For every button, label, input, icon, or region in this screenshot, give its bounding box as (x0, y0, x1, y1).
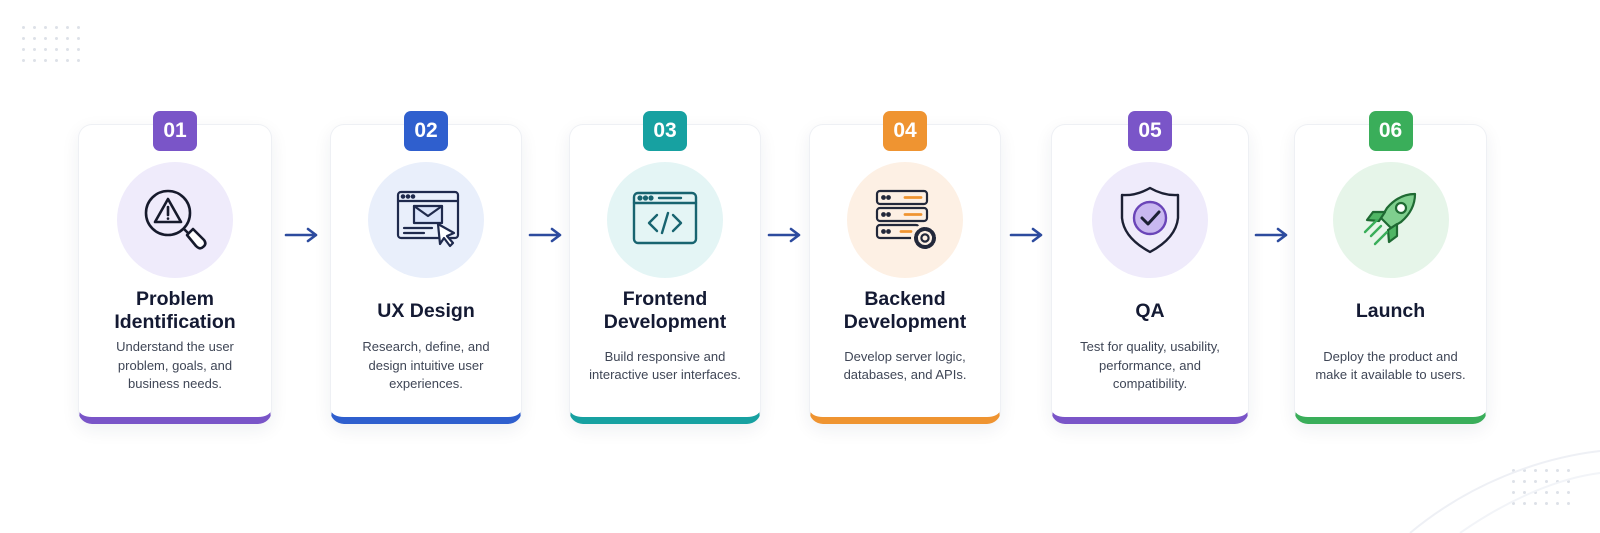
decorative-dot (33, 48, 36, 51)
decorative-dot (33, 26, 36, 29)
decorative-dot (55, 48, 58, 51)
decorative-dot (1523, 480, 1526, 483)
decorative-dot (1512, 480, 1515, 483)
decorative-dot (55, 59, 58, 62)
step-card-problem-identification: 01 Problem Identification Understand the… (78, 111, 272, 424)
decorative-dot (1512, 491, 1515, 494)
step-title: QA (1135, 299, 1165, 322)
arrow-right-icon (767, 227, 801, 243)
search-warning-icon (117, 162, 233, 278)
decorative-dot (66, 59, 69, 62)
decorative-dot (1512, 502, 1515, 505)
decorative-dot (77, 26, 80, 29)
decorative-dot (44, 59, 47, 62)
step-card-qa: 05 QA Test for quality, usability, perfo… (1051, 111, 1249, 424)
step-description: Test for quality, usability, performance… (1080, 339, 1220, 392)
decorative-dot (33, 59, 36, 62)
step-title: UX Design (377, 299, 475, 322)
decorative-dot (1534, 480, 1537, 483)
decorative-dot (44, 48, 47, 51)
decorative-dots-bottom-right (1512, 469, 1570, 505)
decorative-dot (55, 37, 58, 40)
decorative-dot (77, 59, 80, 62)
decorative-dot (1556, 502, 1559, 505)
decorative-dot (1523, 469, 1526, 472)
step-number-badge: 03 (643, 111, 687, 151)
decorative-dot (22, 59, 25, 62)
decorative-dot (1556, 469, 1559, 472)
decorative-dot (22, 48, 25, 51)
decorative-dot (1567, 502, 1570, 505)
step-description: Understand the user problem, goals, and … (116, 339, 234, 392)
decorative-dot (22, 26, 25, 29)
decorative-dot (66, 26, 69, 29)
decorative-dot (1556, 480, 1559, 483)
rocket-icon (1332, 162, 1449, 278)
step-card-frontend-development: 03 Frontend Development Build responsive… (569, 111, 761, 424)
decorative-dot (1567, 469, 1570, 472)
decorative-dot (1512, 469, 1515, 472)
decorative-dot (66, 37, 69, 40)
step-card-launch: 06 Launch Deploy the product and make it… (1294, 111, 1487, 424)
step-description: Deploy the product and make it available… (1315, 348, 1466, 383)
step-description: Build responsive and interactive user in… (589, 348, 741, 383)
decorative-dot (1567, 491, 1570, 494)
decorative-dot (55, 26, 58, 29)
decorative-dot (1567, 480, 1570, 483)
step-number-badge: 02 (404, 111, 448, 151)
step-description: Research, define, and design intuitive u… (362, 339, 490, 392)
decorative-dot (44, 37, 47, 40)
step-number-badge: 01 (153, 111, 197, 151)
decorative-dot (1545, 469, 1548, 472)
arrow-right-icon (284, 227, 318, 243)
decorative-dot (1523, 502, 1526, 505)
step-title: Frontend Development (603, 288, 727, 333)
decorative-dot (1545, 480, 1548, 483)
code-window-icon (607, 162, 723, 278)
decorative-dot (1545, 491, 1548, 494)
decorative-dot (66, 48, 69, 51)
arrow-right-icon (1254, 227, 1288, 243)
decorative-dot (77, 37, 80, 40)
decorative-dot (1523, 491, 1526, 494)
decorative-dot (1534, 469, 1537, 472)
decorative-dot (33, 37, 36, 40)
decorative-dot (1545, 502, 1548, 505)
step-number-badge: 04 (883, 111, 927, 151)
step-title: Problem Identification (114, 288, 236, 333)
decorative-dot (22, 37, 25, 40)
step-number-badge: 06 (1368, 111, 1413, 151)
arrow-right-icon (1009, 227, 1043, 243)
decorative-dot (44, 26, 47, 29)
step-number-badge: 05 (1128, 111, 1172, 151)
decorative-dot (1534, 502, 1537, 505)
decorative-dots-top-left (22, 26, 80, 62)
step-title: Backend Development (843, 288, 967, 333)
step-description: Develop server logic, databases, and API… (843, 348, 967, 383)
decorative-dot (1534, 491, 1537, 494)
wireframe-cursor-icon (368, 162, 484, 278)
decorative-dot (77, 48, 80, 51)
server-gear-icon (847, 162, 963, 278)
step-card-backend-development: 04 Backend Development Develop server lo… (809, 111, 1001, 424)
arrow-right-icon (528, 227, 562, 243)
shield-check-icon (1092, 162, 1208, 278)
decorative-swoosh (1409, 450, 1600, 533)
decorative-dot (1556, 491, 1559, 494)
step-card-ux-design: 02 UX Design Research, define, and desig… (330, 111, 522, 424)
step-title: Launch (1355, 299, 1426, 322)
